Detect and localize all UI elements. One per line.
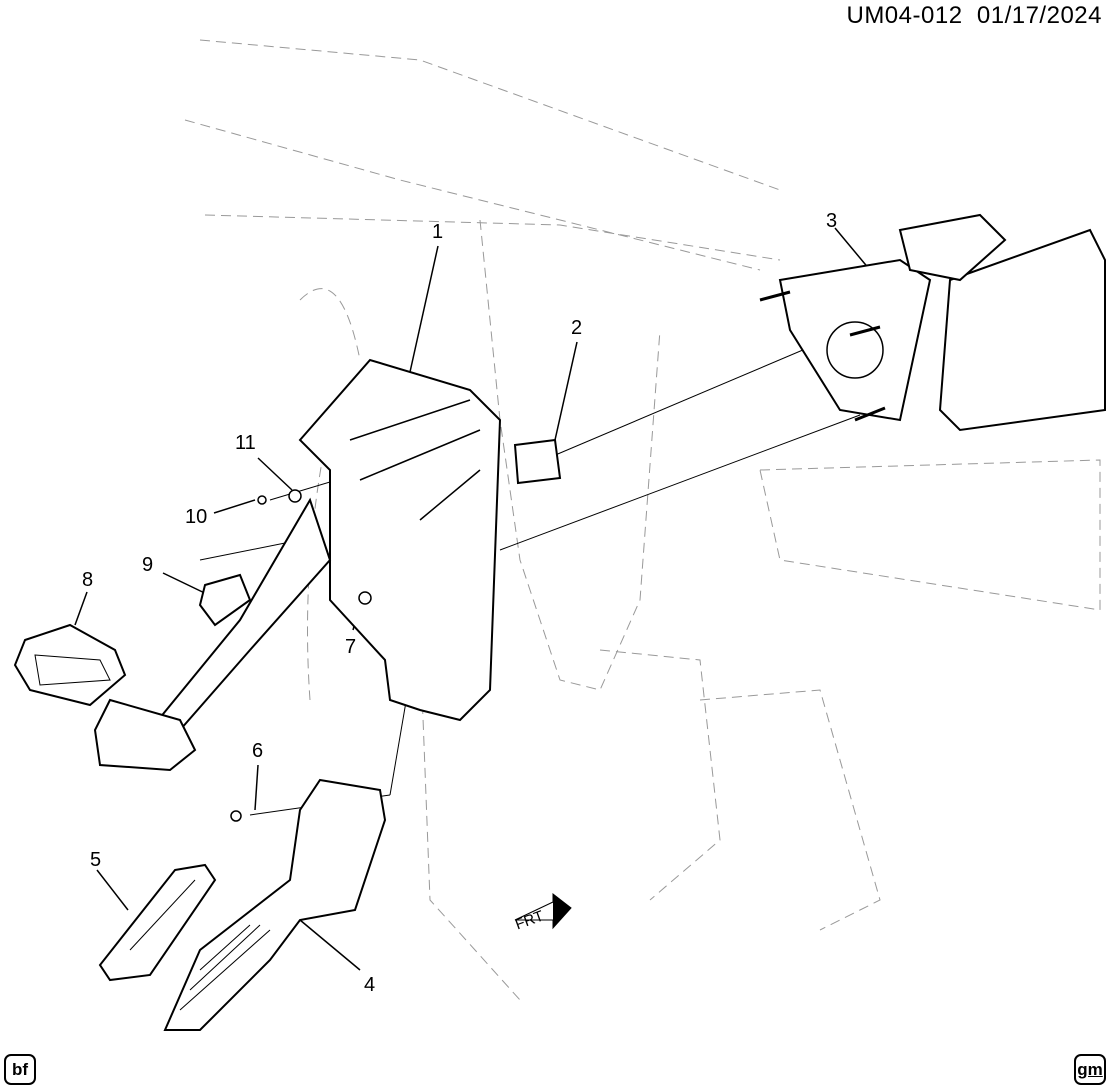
front-direction-arrow-icon: FRT [505,890,575,940]
callout-4: 4 [364,974,376,996]
callout-2: 2 [571,317,583,339]
callout-9: 9 [142,554,154,576]
callout-7: 7 [345,636,357,658]
callout-3: 3 [826,210,838,232]
callout-6: 6 [252,740,264,762]
gm-logo-icon: gm [1074,1054,1106,1085]
callout-11: 11 [235,432,256,454]
callout-8: 8 [82,569,94,591]
bf-badge: bf [4,1054,36,1085]
diagram-id-date: UM04-012 01/17/2024 [846,2,1102,29]
callout-5: 5 [90,849,102,871]
callout-1: 1 [432,221,444,243]
callout-10: 10 [185,506,208,528]
